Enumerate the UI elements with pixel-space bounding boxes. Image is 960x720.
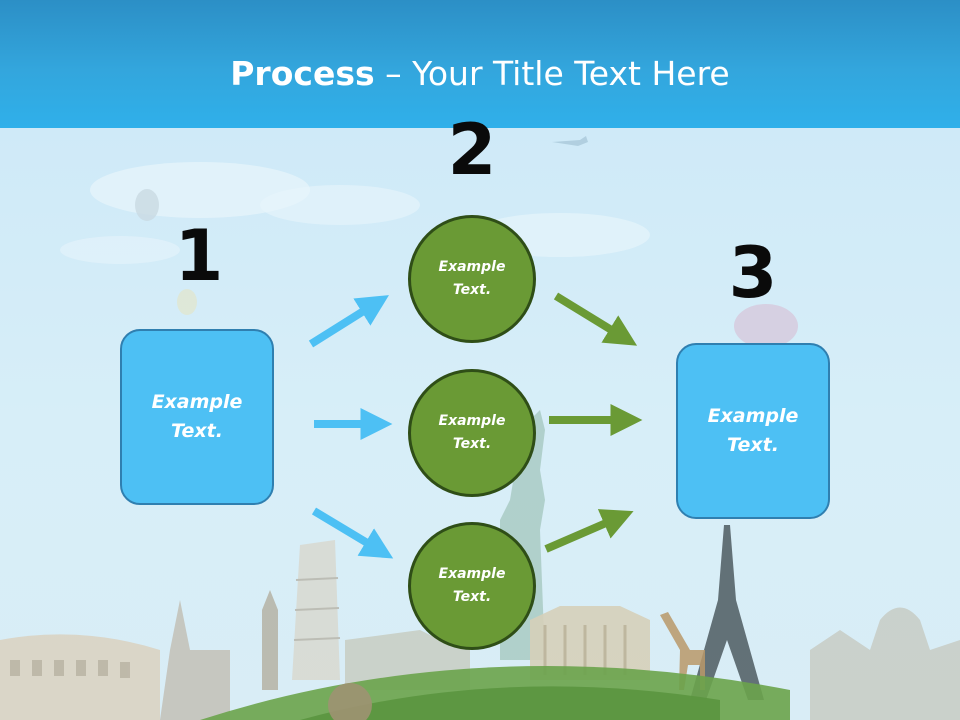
balloon-icon	[177, 289, 197, 315]
domed-building	[810, 607, 960, 720]
clock-tower	[262, 590, 278, 690]
slide-title: Process – Your Title Text Here	[0, 52, 960, 96]
arrow-circle-top-to-box3	[553, 292, 638, 346]
step-number-2: 2	[447, 109, 497, 191]
title-rest: – Your Title Text Here	[374, 54, 730, 93]
circle-middle-line2: Text.	[452, 436, 492, 452]
arrow-box1-to-circle-top	[308, 295, 389, 348]
eiffel-tower	[690, 525, 764, 700]
balloon-icon	[135, 189, 159, 221]
airplane-icon	[552, 136, 588, 146]
circle-bottom-line1: Example	[438, 566, 506, 582]
box-right-line2: Text.	[727, 434, 779, 456]
box-left-line2: Text.	[171, 420, 223, 442]
balloon-icon	[734, 304, 798, 348]
arrow-box1-to-circle-bottom	[311, 507, 394, 559]
cathedral	[160, 600, 230, 720]
title-bar	[0, 0, 960, 128]
circle-bottom-line2: Text.	[452, 589, 492, 605]
box-left-line1: Example	[151, 391, 243, 413]
step-number-1: 1	[174, 215, 224, 297]
arrow-circle-bottom-to-box3	[544, 509, 634, 553]
colosseum	[0, 634, 160, 720]
circle-middle-line1: Example	[438, 413, 506, 429]
step-number-3: 3	[728, 232, 778, 314]
circle-top-line1: Example	[438, 259, 506, 275]
title-bold: Process	[230, 54, 375, 93]
box-right-line1: Example	[707, 405, 799, 427]
parthenon	[530, 606, 650, 680]
rock	[328, 683, 372, 720]
circle-top-line2: Text.	[452, 282, 492, 298]
giraffe	[660, 612, 705, 690]
